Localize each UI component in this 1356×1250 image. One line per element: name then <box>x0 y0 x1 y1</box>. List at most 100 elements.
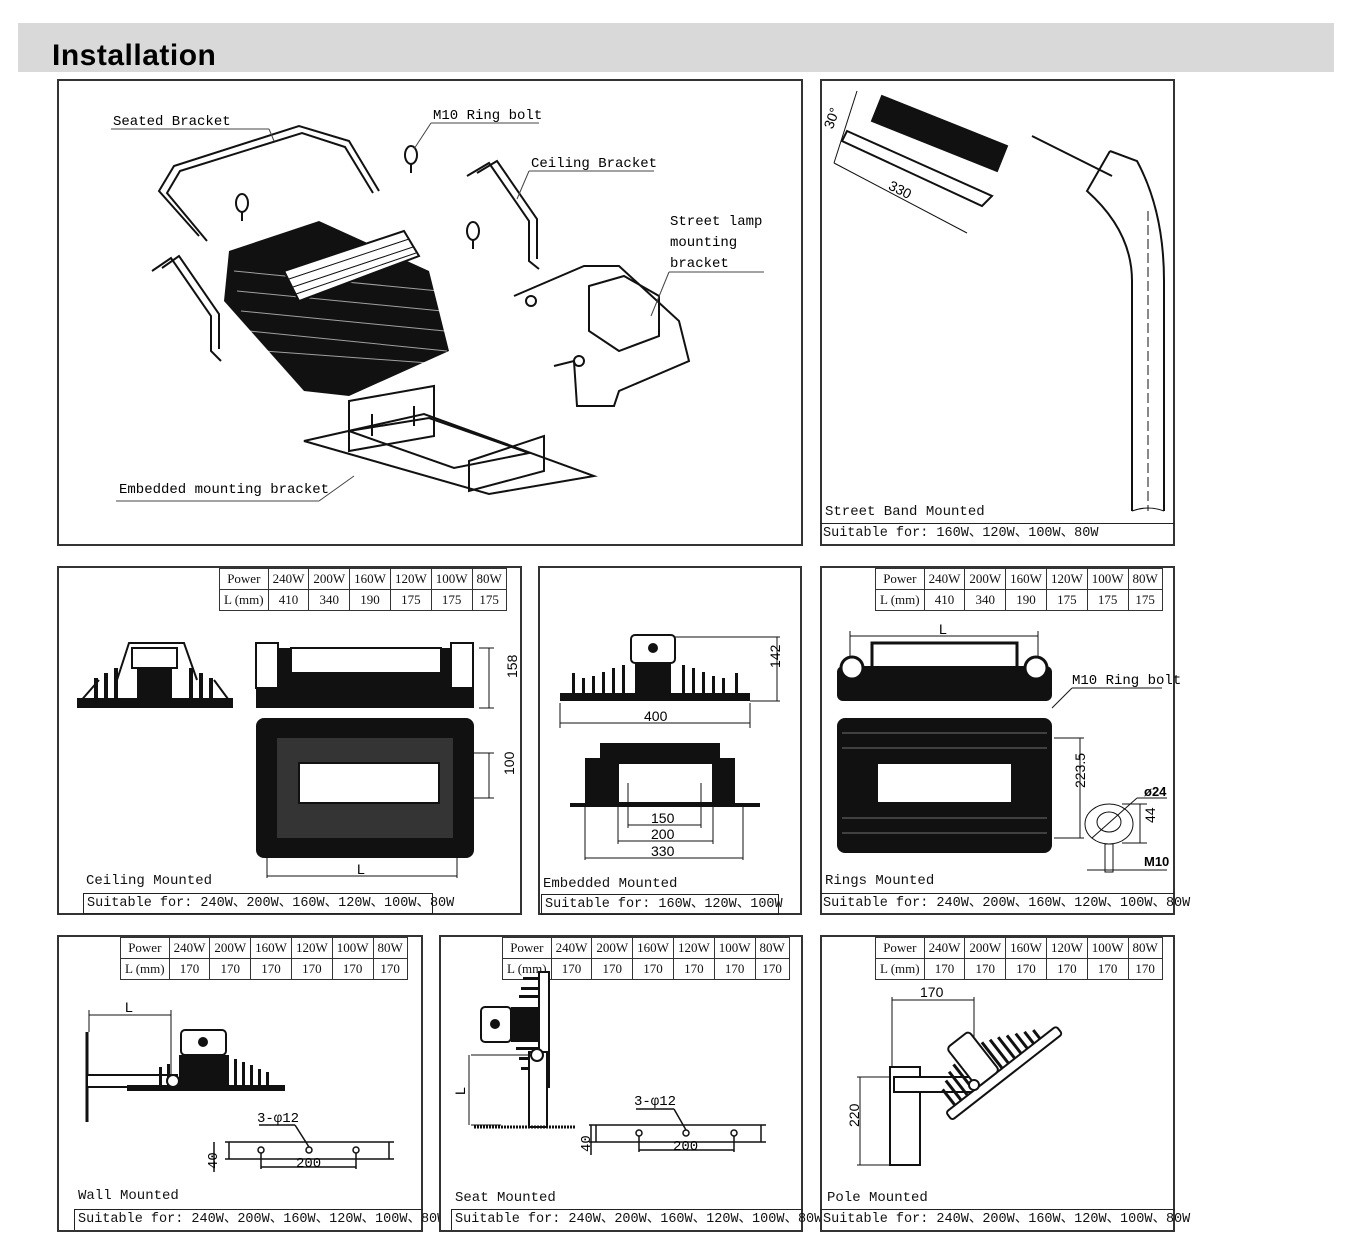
rings-power-160: 160W <box>1005 568 1047 590</box>
ceiling-length-160: 190 <box>349 589 391 611</box>
rings-length-80: 175 <box>1127 589 1163 611</box>
ceiling-length-dim: L <box>357 861 365 877</box>
ceiling-length-80: 175 <box>471 589 507 611</box>
street-length-dim: 330 <box>886 177 914 202</box>
label-street-lamp-bracket-2: mounting <box>670 235 737 251</box>
ceiling-power-240: 240W <box>267 568 310 590</box>
seat-drawing: L 3-φ12 40 200 <box>452 971 766 1155</box>
embedded-bracket-drawing <box>303 384 598 496</box>
ceiling-row-label-power: Power <box>219 568 269 590</box>
street-angle-dim: 30° <box>820 105 842 130</box>
label-seated-bracket: Seated Bracket <box>113 114 231 130</box>
pole-width-dim: 170 <box>920 984 944 1000</box>
seat-length-dim: L <box>452 1087 468 1095</box>
label-street-lamp-bracket-1: Street lamp <box>670 214 762 230</box>
seat-length-80: 170 <box>754 958 790 980</box>
ceiling-suitable-for: Suitable for: 240W、200W、160W、120W、100W、8… <box>83 893 454 914</box>
seat-suitable-for: Suitable for: 240W、200W、160W、120W、100W、8… <box>451 1209 822 1230</box>
rings-row-label-power: Power <box>875 568 925 590</box>
ceiling-power-100: 100W <box>430 568 473 590</box>
rings-spec-table: Power 240W 200W 160W 120W 100W 80W L (mm… <box>875 568 1163 611</box>
fixture-body-drawing <box>224 221 449 396</box>
pole-length-80: 170 <box>1127 958 1163 980</box>
embedded-mounted-panel: 142 400 150 200 330 Embedded Mounted Sui… <box>538 566 802 915</box>
pole-suitable-for: Suitable for: 240W、200W、160W、120W、100W、8… <box>820 1209 1190 1230</box>
wall-length-dim: L <box>125 999 133 1015</box>
label-embedded-bracket: Embedded mounting bracket <box>119 482 329 498</box>
seated-bracket-drawing <box>157 124 380 242</box>
wall-row-label-length: L (mm) <box>120 958 170 980</box>
wall-spacing-dim: 200 <box>296 1156 321 1172</box>
pole-row-label-power: Power <box>875 937 925 959</box>
label-ceiling-bracket: Ceiling Bracket <box>531 156 657 172</box>
seat-spacing-dim: 200 <box>673 1139 698 1155</box>
rings-suitable-for: Suitable for: 240W、200W、160W、120W、100W、8… <box>820 893 1190 914</box>
pole-length-200: 170 <box>964 958 1007 980</box>
rings-length-160: 190 <box>1005 589 1047 611</box>
wall-power-240: 240W <box>168 937 211 959</box>
wall-mounted-panel: Power 240W 200W 160W 120W 100W 80W L (mm… <box>57 935 445 1232</box>
seat-row-label-power: Power <box>502 937 552 959</box>
seat-length-100: 170 <box>713 958 756 980</box>
pole-row-label-length: L (mm) <box>875 958 925 980</box>
rings-power-200: 200W <box>964 568 1007 590</box>
ceiling-length-240: 410 <box>267 589 310 611</box>
embedded-drawing: 142 400 150 200 330 <box>559 634 783 860</box>
ceiling-length-200: 340 <box>308 589 351 611</box>
seat-length-120: 170 <box>672 958 715 980</box>
pole-length-160: 170 <box>1005 958 1047 980</box>
street-panel-title: Street Band Mounted <box>825 504 985 520</box>
pole-mounted-panel: Power 240W 200W 160W 120W 100W 80W L (mm… <box>820 935 1190 1232</box>
street-band-panel: 30° 330 Street Band Mounted Suitable for… <box>820 79 1175 546</box>
ceiling-panel-title: Ceiling Mounted <box>86 873 213 889</box>
rings-drawing: L M10 Ring bolt 223.5 ø24 44 M10 <box>837 621 1181 873</box>
seat-height-dim: 40 <box>579 1135 595 1152</box>
street-suitable-for: Suitable for: 160W、120W、100W、80W <box>820 523 1175 544</box>
embedded-d2-dim: 200 <box>651 826 675 842</box>
wall-height-dim: 40 <box>206 1152 222 1169</box>
rings-thread-dim: M10 <box>1144 854 1169 869</box>
seat-power-200: 200W <box>591 937 634 959</box>
wall-drawing: L 3-φ12 40 200 <box>85 999 394 1172</box>
seat-power-100: 100W <box>713 937 756 959</box>
wall-length-160: 170 <box>250 958 292 980</box>
seat-mounted-panel: Power 240W 200W 160W 120W 100W 80W L (mm… <box>439 935 822 1232</box>
pole-panel-title: Pole Mounted <box>827 1190 928 1206</box>
wall-suitable-for: Suitable for: 240W、200W、160W、120W、100W、8… <box>74 1209 445 1230</box>
embedded-panel-title: Embedded Mounted <box>543 876 678 892</box>
street-band-drawing: 30° 330 <box>820 90 1165 512</box>
ceiling-length-100: 175 <box>430 589 473 611</box>
wall-spec-table: Power 240W 200W 160W 120W 100W 80W L (mm… <box>120 937 408 980</box>
wall-holes-label: 3-φ12 <box>257 1111 299 1127</box>
seat-spec-table: Power 240W 200W 160W 120W 100W 80W L (mm… <box>502 937 790 980</box>
wall-panel-title: Wall Mounted <box>78 1188 179 1204</box>
embedded-d3-dim: 330 <box>651 843 675 859</box>
embedded-suitable-for: Suitable for: 160W、120W、100W <box>541 894 783 915</box>
pole-power-120: 120W <box>1045 937 1088 959</box>
rings-length-120: 175 <box>1045 589 1088 611</box>
seat-length-200: 170 <box>591 958 634 980</box>
seat-holes-label: 3-φ12 <box>634 1094 676 1110</box>
seat-power-160: 160W <box>632 937 674 959</box>
street-lamp-bracket-drawing <box>513 265 691 407</box>
section-header-bar: Installation <box>18 23 1334 72</box>
wall-length-80: 170 <box>372 958 408 980</box>
pole-height-dim: 220 <box>846 1103 862 1127</box>
exploded-view-panel: Seated Bracket M10 Ring bolt Ceiling Bra… <box>57 79 803 546</box>
leader-lines <box>111 122 764 502</box>
wall-length-240: 170 <box>168 958 211 980</box>
wall-length-100: 170 <box>331 958 374 980</box>
ceiling-row-label-length: L (mm) <box>219 589 269 611</box>
ceiling-power-80: 80W <box>471 568 507 590</box>
rings-ring-bolt-label: M10 Ring bolt <box>1072 673 1181 689</box>
embedded-width-dim: 400 <box>644 708 668 724</box>
ceiling-power-160: 160W <box>349 568 391 590</box>
wall-power-120: 120W <box>290 937 333 959</box>
rings-length-240: 410 <box>923 589 966 611</box>
ceiling-power-200: 200W <box>308 568 351 590</box>
ring-bolt-drawing <box>235 145 480 249</box>
rings-diameter-dim: ø24 <box>1144 784 1167 799</box>
section-title: Installation <box>52 39 217 72</box>
embedded-d1-dim: 150 <box>651 810 675 826</box>
pole-length-240: 170 <box>923 958 966 980</box>
